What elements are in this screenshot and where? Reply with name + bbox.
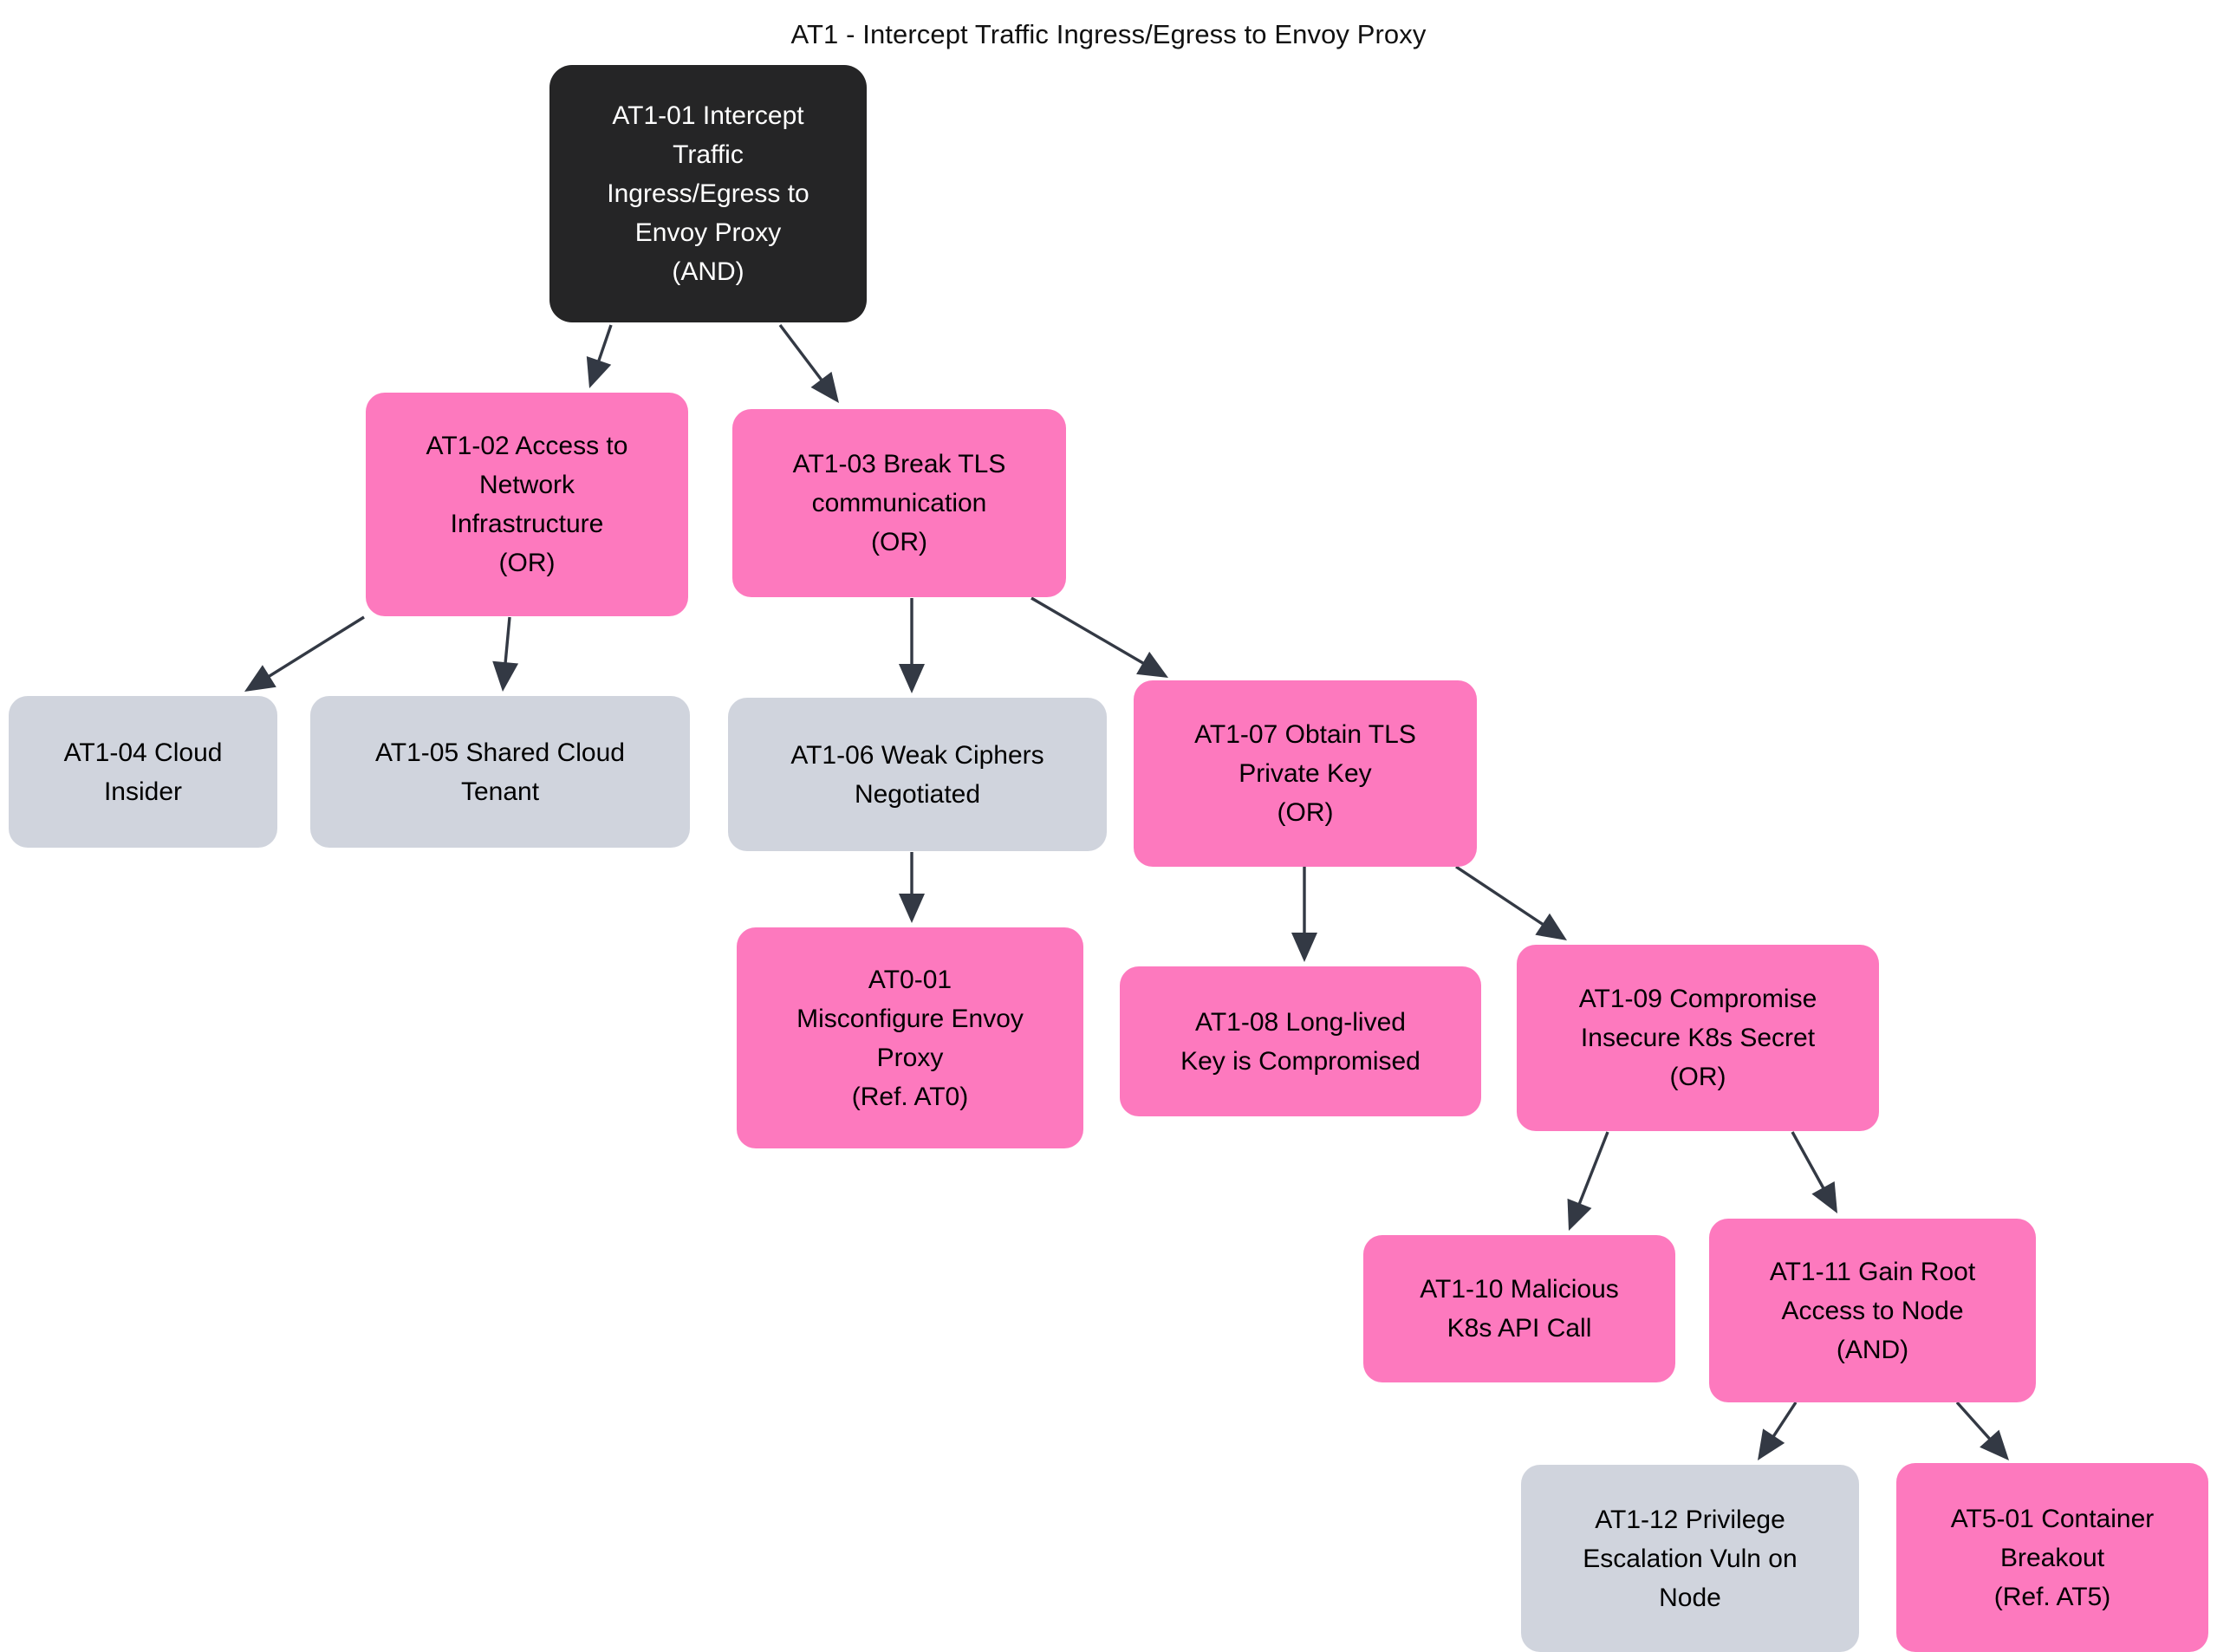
node-at1-02[interactable]: AT1-02 Access to Network Infrastructure … <box>366 393 688 616</box>
edge-at1-01-to-at1-02 <box>586 324 613 388</box>
node-at1-04[interactable]: AT1-04 Cloud Insider <box>9 696 277 848</box>
node-at1-11[interactable]: AT1-11 Gain Root Access to Node (AND) <box>1709 1219 2036 1402</box>
node-at1-03[interactable]: AT1-03 Break TLS communication (OR) <box>732 409 1066 597</box>
edge-at1-11-to-at1-12 <box>1758 1402 1798 1460</box>
edge-at1-07-to-at1-08 <box>1291 867 1317 962</box>
node-at1-06[interactable]: AT1-06 Weak Ciphers Negotiated <box>728 698 1107 851</box>
edge-at1-09-to-at1-11 <box>1791 1131 1837 1213</box>
node-at1-10[interactable]: AT1-10 Malicious K8s API Call <box>1363 1235 1675 1382</box>
edge-at1-07-to-at1-09 <box>1455 865 1567 940</box>
node-at1-05[interactable]: AT1-05 Shared Cloud Tenant <box>310 696 690 848</box>
edge-at1-03-to-at1-06 <box>899 598 925 693</box>
node-at1-08[interactable]: AT1-08 Long-lived Key is Compromised <box>1120 966 1481 1116</box>
node-at1-07[interactable]: AT1-07 Obtain TLS Private Key (OR) <box>1134 680 1477 867</box>
edge-at1-03-to-at1-07 <box>1030 596 1168 678</box>
edge-at1-11-to-at5-01 <box>1955 1401 2009 1460</box>
edge-at1-01-to-at1-03 <box>778 323 839 403</box>
diagram-title: AT1 - Intercept Traffic Ingress/Egress t… <box>790 19 1427 49</box>
node-at1-12[interactable]: AT1-12 Privilege Escalation Vuln on Node <box>1521 1465 1859 1652</box>
node-at5-01[interactable]: AT5-01 Container Breakout (Ref. AT5) <box>1896 1463 2208 1652</box>
edge-at1-02-to-at1-04 <box>244 615 365 692</box>
edge-at1-02-to-at1-05 <box>492 616 519 692</box>
node-at0-01[interactable]: AT0-01 Misconfigure Envoy Proxy (Ref. AT… <box>737 927 1083 1148</box>
node-at1-09[interactable]: AT1-09 Compromise Insecure K8s Secret (O… <box>1517 945 1879 1131</box>
edge-at1-06-to-at0-01 <box>899 852 925 923</box>
node-at1-01[interactable]: AT1-01 Intercept Traffic Ingress/Egress … <box>549 65 867 322</box>
edge-at1-09-to-at1-10 <box>1567 1131 1609 1231</box>
